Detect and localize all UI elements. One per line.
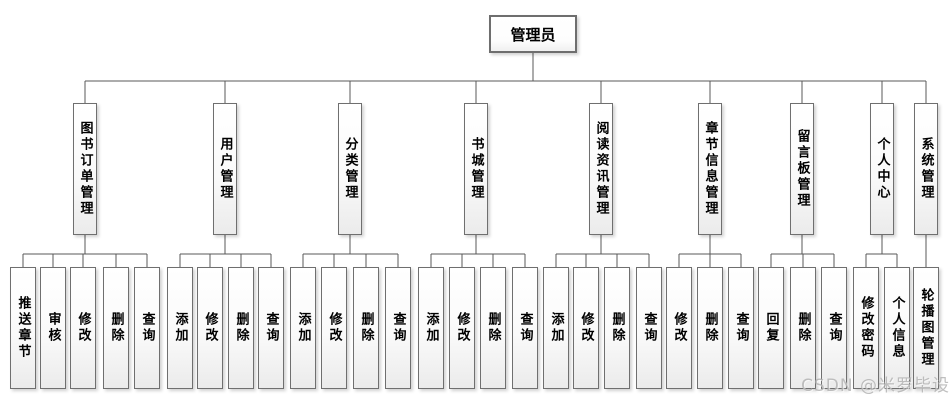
leaf-node-2-0-label: 添加 xyxy=(295,312,311,344)
leaf-node-4-3-label: 查询 xyxy=(641,312,657,344)
branch-node-0-label: 图书订单管理 xyxy=(77,121,93,217)
leaf-node-0-3: 删除 xyxy=(103,267,129,389)
leaf-node-0-3-label: 删除 xyxy=(108,312,124,344)
leaf-node-0-4: 查询 xyxy=(134,267,160,389)
leaf-node-1-0-label: 添加 xyxy=(172,312,188,344)
leaf-node-3-1: 修改 xyxy=(449,267,475,389)
leaf-node-3-2: 删除 xyxy=(480,267,506,389)
branch-node-3: 书城管理 xyxy=(464,103,488,235)
leaf-node-0-2-label: 修改 xyxy=(75,312,91,344)
leaf-node-3-1-label: 修改 xyxy=(454,312,470,344)
leaf-node-3-2-label: 删除 xyxy=(485,312,501,344)
leaf-node-6-0-label: 回复 xyxy=(763,312,779,344)
leaf-node-0-4-label: 查询 xyxy=(139,312,155,344)
leaf-node-3-0: 添加 xyxy=(418,267,444,389)
leaf-node-4-1: 修改 xyxy=(573,267,599,389)
branch-node-7-label: 个人中心 xyxy=(874,137,890,201)
leaf-node-5-2: 查询 xyxy=(728,267,754,389)
branch-node-1: 用户管理 xyxy=(213,103,237,235)
leaf-node-1-2: 删除 xyxy=(228,267,254,389)
branch-node-2-label: 分类管理 xyxy=(342,137,358,201)
leaf-node-4-1-label: 修改 xyxy=(578,312,594,344)
leaf-node-1-2-label: 删除 xyxy=(233,312,249,344)
leaf-node-3-0-label: 添加 xyxy=(423,312,439,344)
leaf-node-2-1-label: 修改 xyxy=(326,312,342,344)
leaf-node-2-3-label: 查询 xyxy=(390,312,406,344)
leaf-node-7-0-label: 修改密码 xyxy=(858,296,874,360)
branch-node-5: 章节信息管理 xyxy=(698,103,722,235)
branch-node-4-label: 阅读资讯管理 xyxy=(593,121,609,217)
leaf-node-4-0: 添加 xyxy=(543,267,569,389)
leaf-node-3-3: 查询 xyxy=(512,267,538,389)
leaf-node-5-1-label: 删除 xyxy=(702,312,718,344)
leaf-node-1-1: 修改 xyxy=(197,267,223,389)
leaf-node-7-1-label: 个人信息 xyxy=(889,296,905,360)
leaf-node-6-1-label: 删除 xyxy=(795,312,811,344)
leaf-node-5-0: 修改 xyxy=(666,267,692,389)
leaf-node-5-2-label: 查询 xyxy=(733,312,749,344)
leaf-node-2-2: 删除 xyxy=(353,267,379,389)
leaf-node-2-0: 添加 xyxy=(290,267,316,389)
leaf-node-2-1: 修改 xyxy=(321,267,347,389)
root-node-admin-label: 管理员 xyxy=(510,25,556,44)
leaf-node-0-1: 审核 xyxy=(40,267,66,389)
leaf-node-0-1-label: 审核 xyxy=(45,312,61,344)
leaf-node-6-2-label: 查询 xyxy=(826,312,842,344)
leaf-node-6-1: 删除 xyxy=(790,267,816,389)
leaf-node-8-0-label: 轮播图管理 xyxy=(918,288,934,368)
leaf-node-4-2-label: 删除 xyxy=(609,312,625,344)
leaf-node-4-2: 删除 xyxy=(604,267,630,389)
branch-node-0: 图书订单管理 xyxy=(73,103,97,235)
leaf-node-4-0-label: 添加 xyxy=(548,312,564,344)
leaf-node-0-0-label: 推送章节 xyxy=(15,296,31,360)
leaf-node-2-3: 查询 xyxy=(385,267,411,389)
leaf-node-5-1: 删除 xyxy=(697,267,723,389)
branch-node-1-label: 用户管理 xyxy=(217,137,233,201)
branch-node-6: 留言板管理 xyxy=(790,103,814,235)
branch-node-8-label: 系统管理 xyxy=(918,137,934,201)
branch-node-3-label: 书城管理 xyxy=(468,137,484,201)
leaf-node-6-2: 查询 xyxy=(821,267,847,389)
branch-node-7: 个人中心 xyxy=(870,103,894,235)
leaf-node-2-2-label: 删除 xyxy=(358,312,374,344)
leaf-node-8-0: 轮播图管理 xyxy=(913,267,939,389)
leaf-node-1-3: 查询 xyxy=(258,267,284,389)
leaf-node-1-3-label: 查询 xyxy=(263,312,279,344)
branch-node-6-label: 留言板管理 xyxy=(794,129,810,209)
leaf-node-7-1: 个人信息 xyxy=(884,267,910,389)
leaf-node-0-2: 修改 xyxy=(70,267,96,389)
leaf-node-7-0: 修改密码 xyxy=(853,267,879,389)
root-node-admin: 管理员 xyxy=(489,15,577,53)
branch-node-5-label: 章节信息管理 xyxy=(702,121,718,217)
leaf-node-1-0: 添加 xyxy=(167,267,193,389)
watermark: CSDN @米罗毕设 xyxy=(801,376,950,396)
branch-node-2: 分类管理 xyxy=(338,103,362,235)
leaf-node-0-0: 推送章节 xyxy=(10,267,36,389)
leaf-node-5-0-label: 修改 xyxy=(671,312,687,344)
leaf-node-3-3-label: 查询 xyxy=(517,312,533,344)
leaf-node-6-0: 回复 xyxy=(758,267,784,389)
branch-node-4: 阅读资讯管理 xyxy=(589,103,613,235)
leaf-node-4-3: 查询 xyxy=(636,267,662,389)
branch-node-8: 系统管理 xyxy=(914,103,938,235)
leaf-node-1-1-label: 修改 xyxy=(202,312,218,344)
